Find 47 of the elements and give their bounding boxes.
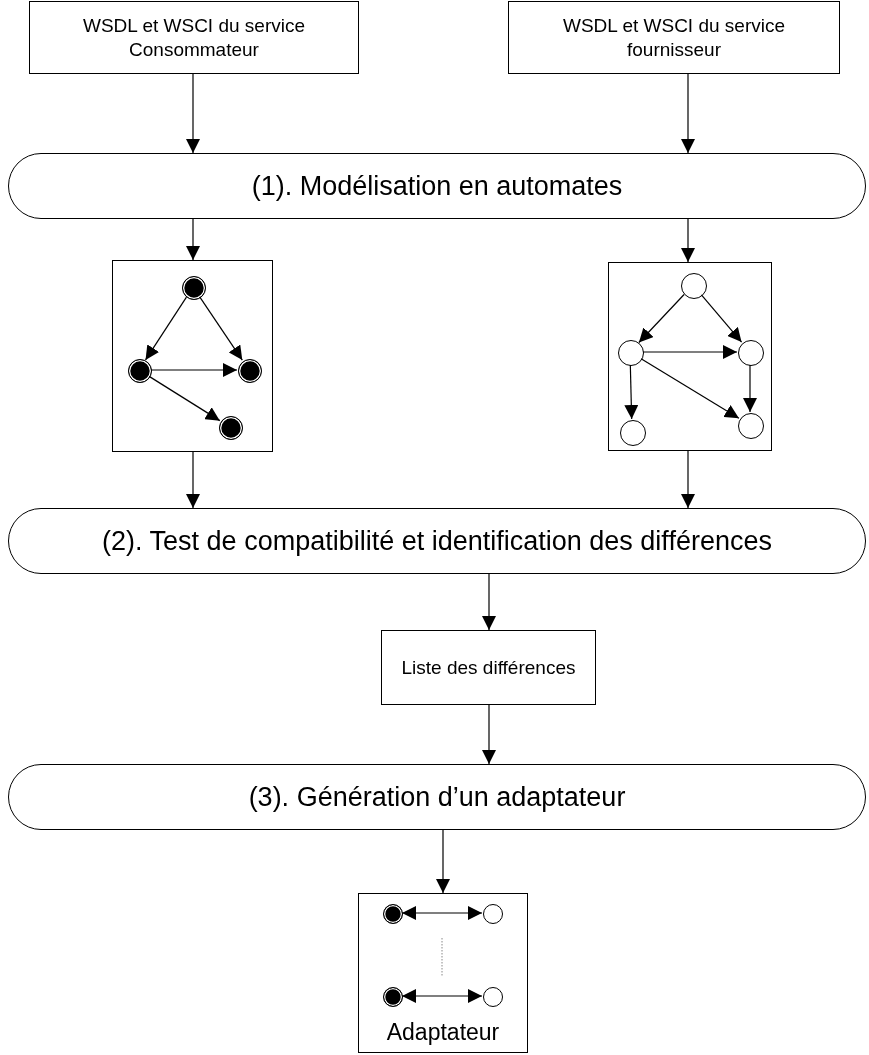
- state-circle: [681, 273, 707, 299]
- arrow: [624, 364, 639, 420]
- process-label: (1). Modélisation en automates: [251, 170, 623, 202]
- arrow: [743, 364, 757, 413]
- state-circle: [182, 276, 206, 300]
- arrow: [436, 829, 450, 894]
- box-label: Adaptateur: [385, 1019, 501, 1046]
- arrow: [199, 296, 243, 361]
- box-label: Liste des différences: [400, 655, 577, 680]
- adapter-box: [358, 893, 528, 1053]
- state-circle: [219, 416, 243, 440]
- state-circle: [618, 340, 644, 366]
- arrow: [186, 73, 200, 154]
- arrow: [681, 73, 695, 154]
- state-circle: [383, 904, 403, 924]
- state-circle: [383, 987, 403, 1007]
- state-circle: [620, 420, 646, 446]
- arrow: [186, 451, 200, 509]
- arrow: [401, 906, 483, 920]
- automaton-box: [608, 262, 772, 451]
- arrow: [681, 218, 695, 263]
- arrow: [148, 375, 221, 422]
- state-circle: [128, 359, 152, 383]
- state-circle: [483, 987, 503, 1007]
- automaton-box: [112, 260, 273, 452]
- box-label: WSDL et WSCI du service Consommateur: [81, 13, 307, 62]
- document-box: [381, 630, 596, 705]
- arrow: [642, 345, 738, 359]
- process-label: (2). Test de compatibilité et identification des différences: [102, 525, 772, 557]
- document-box: [508, 1, 840, 74]
- arrow: [482, 704, 496, 765]
- arrow: [401, 989, 483, 1003]
- state-circle: [738, 413, 764, 439]
- state-circle: [738, 340, 764, 366]
- state-circle: [238, 359, 262, 383]
- state-circle: [483, 904, 503, 924]
- arrow: [150, 363, 238, 377]
- box-label: WSDL et WSCI du service fournisseur: [561, 13, 787, 62]
- document-box: [29, 1, 359, 74]
- arrow: [640, 358, 740, 419]
- arrow: [700, 294, 743, 343]
- arrow: [482, 573, 496, 631]
- arrow: [144, 296, 188, 361]
- process-label: (3). Génération d’un adaptateur: [248, 781, 626, 813]
- arrow: [638, 293, 685, 344]
- arrow: [186, 218, 200, 261]
- arrow: [681, 450, 695, 509]
